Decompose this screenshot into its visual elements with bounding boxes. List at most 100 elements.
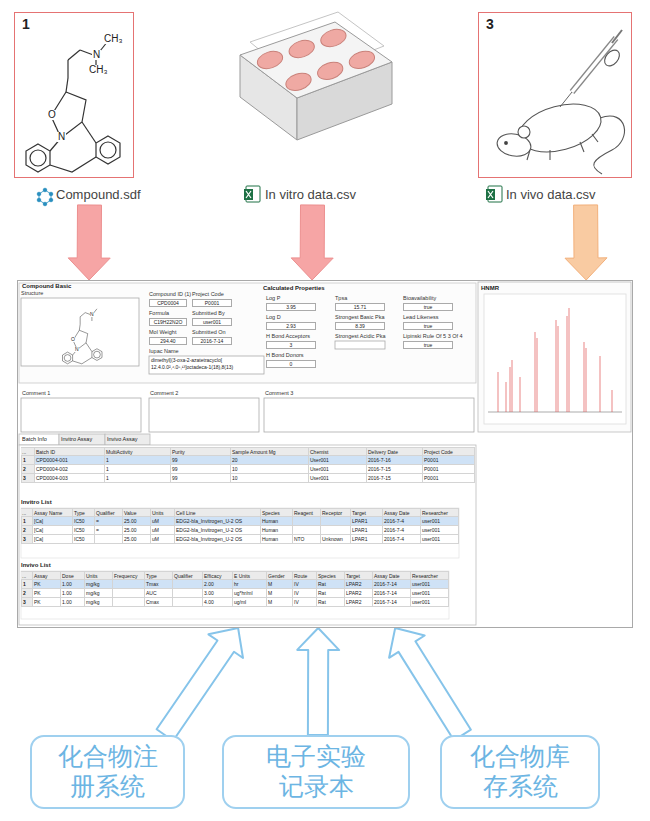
table-cell: Target	[345, 571, 373, 580]
block-arrow	[389, 628, 471, 740]
system-box: 化合物注册系统	[30, 735, 185, 809]
table-cell: 1.00	[61, 580, 85, 589]
field-label: Strongest Basic Pka	[335, 314, 385, 320]
table-text: Frequency	[114, 573, 138, 579]
table-cell: 2016-7-15	[367, 474, 423, 483]
table-text: Assay Date	[384, 510, 410, 516]
table-text: 1.00	[62, 581, 72, 587]
table-cell: 1	[105, 465, 171, 474]
table-cell	[113, 598, 145, 607]
table-cell: 25.00	[123, 535, 151, 544]
table-cell: uM	[151, 535, 175, 544]
table-text: =	[96, 518, 99, 524]
field-label: Mol Weight	[149, 329, 176, 335]
molecule-icon	[37, 188, 53, 206]
table-cell: 1.00	[61, 598, 85, 607]
table-cell: user001	[411, 598, 449, 607]
table-text: 2016-7-4	[384, 518, 404, 524]
table-cell: =	[95, 517, 123, 526]
table-cell: 3	[21, 535, 33, 544]
atom-label: N	[90, 312, 94, 317]
table-cell: 99	[171, 456, 231, 465]
section-heading: HNMR	[481, 285, 499, 292]
table-cell: Project Code	[423, 447, 475, 456]
software-screenshot-frame	[17, 280, 633, 628]
table-cell: Route	[293, 571, 317, 580]
field-value: C19H22N2O	[149, 318, 187, 326]
table-cell: EDG2-bla_Invitrogen_U-2 OS	[175, 535, 261, 544]
table-text: P0001	[424, 466, 438, 472]
table-text: Qualifier	[174, 573, 193, 579]
table-cell: ug*hr/ml	[233, 589, 267, 598]
table-text: user001	[422, 518, 440, 524]
table-text: user001	[412, 590, 430, 596]
table-cell: CPD0004-002	[35, 465, 105, 474]
field-label: Comment 1	[22, 390, 50, 396]
table-text: CPD0004-003	[36, 475, 68, 481]
table-cell: Qualifier	[95, 508, 123, 517]
table-text: 2016-7-16	[368, 457, 391, 463]
table-text: Assay Name	[34, 510, 62, 516]
table-text: 25.00	[124, 527, 137, 533]
table-text: 2.00	[204, 581, 214, 587]
field-value: true	[403, 303, 453, 311]
table-cell: Frequency	[113, 571, 145, 580]
iupac-text: dimethyl[(3-oxa-2-azatetracyclo[	[151, 358, 222, 364]
field-value: user001	[192, 318, 232, 326]
field-value: true	[403, 322, 453, 330]
well-plate	[240, 12, 392, 140]
table-text: user001	[422, 536, 440, 542]
field-value: 0	[266, 360, 316, 368]
table-text: 4.00	[204, 599, 214, 605]
table-text: Researcher	[412, 573, 438, 579]
table-text: Qualifier	[96, 510, 115, 516]
table-cell: Researcher	[411, 571, 449, 580]
table-cell: ...	[21, 508, 33, 517]
table-cell: 1	[105, 474, 171, 483]
table-cell: LPAR1	[351, 535, 383, 544]
table-text: Units	[86, 573, 97, 579]
table-text: Cell Line	[176, 510, 195, 516]
table-cell: 2016-7-15	[367, 465, 423, 474]
table-text: 2016-7-14	[374, 590, 397, 596]
table-cell: IV	[293, 589, 317, 598]
table-text: Researcher	[422, 510, 448, 516]
table-text: EDG2-bla_Invitrogen_U-2 OS	[176, 536, 242, 542]
tab-label: Batch Info	[22, 436, 47, 442]
table-cell: 2016-7-16	[367, 456, 423, 465]
table-cell: 1	[105, 456, 171, 465]
table-text: IV	[294, 590, 299, 596]
table-cell: ...	[21, 447, 35, 456]
field-label: Strongest Acidic Pka	[335, 333, 385, 339]
table-text: M	[268, 581, 272, 587]
table-cell: PK	[33, 589, 61, 598]
tab-label: Invivo Assay	[107, 436, 138, 442]
table-cell: Human	[261, 526, 293, 535]
field-value: 294.40	[149, 337, 187, 345]
system-box: 电子实验记录本	[222, 735, 410, 809]
table-cell: 2016-7-14	[373, 598, 411, 607]
table-text: Human	[262, 518, 278, 524]
table-text: Unknown	[322, 536, 343, 542]
table-text: Receptor	[322, 510, 342, 516]
table-cell: user001	[411, 589, 449, 598]
table-cell: M	[267, 589, 293, 598]
table-cell: Reagent	[293, 508, 321, 517]
field-label: Lead Likeness	[403, 314, 438, 320]
table-cell: 2	[21, 589, 33, 598]
field-value: P0001	[192, 299, 232, 307]
block-arrow	[157, 628, 243, 741]
table-cell: 25.00	[123, 526, 151, 535]
table-cell: user001	[411, 580, 449, 589]
table-cell: Efficacy	[203, 571, 233, 580]
table-text: 99	[172, 475, 178, 481]
table-cell: LPAR2	[345, 580, 373, 589]
field-label: Tpsa	[335, 295, 347, 301]
table-text: Type	[74, 510, 85, 516]
section-heading: Invivo List	[21, 562, 51, 569]
table-cell: Sample Amount Mg	[231, 447, 309, 456]
table-text: ug*hr/ml	[234, 590, 253, 596]
field-label: Bioavailability	[403, 295, 436, 301]
table-cell: IV	[293, 598, 317, 607]
table-cell: uM	[151, 526, 175, 535]
